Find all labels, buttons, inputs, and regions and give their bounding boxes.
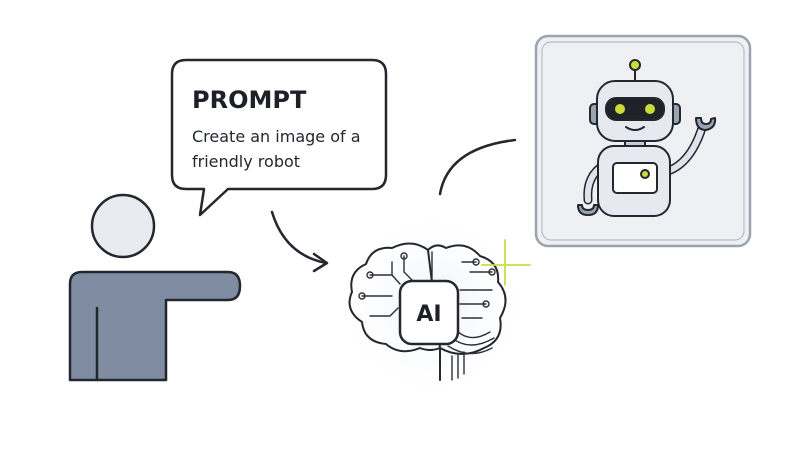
person-icon [68,193,242,382]
prompt-title: PROMPT [192,86,307,114]
prompt-speech-bubble: PROMPT Create an image of a friendly rob… [170,58,388,217]
generated-robot-image [534,34,752,248]
ai-chip-label: AI [416,302,441,327]
robot-icon [577,59,717,217]
arc-connector-icon [438,138,517,196]
sparkle-icon [481,239,531,286]
ai-brain-icon: AI [332,205,532,405]
arrow-to-ai-icon [270,210,329,273]
prompt-text-line-1: Create an image of a [192,127,361,146]
prompt-text-line-2: friendly robot [192,152,300,171]
